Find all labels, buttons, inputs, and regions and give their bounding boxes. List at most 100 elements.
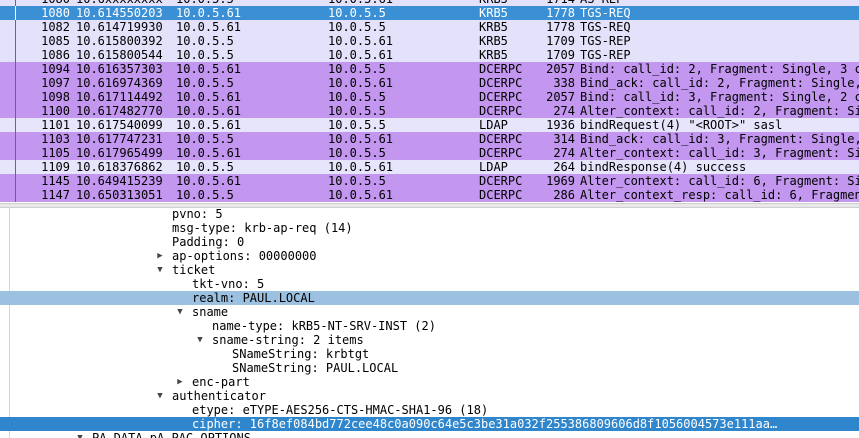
packet-protocol: KRB5: [479, 6, 508, 20]
packet-time: 10.615800544: [76, 48, 163, 62]
packet-info: bindResponse(4) success: [580, 160, 747, 174]
packet-time: 10.616974369: [76, 76, 163, 90]
collapse-arrow-icon[interactable]: ▼: [157, 265, 163, 275]
tree-gutter: [0, 208, 10, 438]
packet-length: 1709: [546, 34, 575, 48]
packet-row[interactable]: 108010.6xxxxxxxx10.0.5.510.0.5.61KRB5171…: [0, 0, 859, 6]
packet-info: Alter_context_resp: call_id: 6, Fragmen: [580, 188, 859, 202]
related-packet-marker: [15, 118, 16, 132]
tree-item-label: ticket: [172, 263, 216, 277]
packet-length: 1778: [546, 20, 575, 34]
packet-destination: 10.0.5.5: [328, 118, 386, 132]
tree-item-selected[interactable]: cipher: 16f8ef084bd772cee48c0a090c64e5c3…: [0, 417, 859, 431]
tree-item[interactable]: ▼ sname: [0, 305, 859, 319]
packet-number: 1105: [41, 146, 70, 160]
packet-info: Bind: call_id: 3, Fragment: Single, 2 c: [580, 90, 859, 104]
collapse-arrow-icon[interactable]: ▼: [157, 391, 163, 401]
packet-source: 10.0.5.61: [176, 62, 242, 76]
packet-time: 10.650313051: [76, 188, 163, 202]
packet-length: 1714: [535, 0, 575, 6]
tree-item[interactable]: etype: eTYPE-AES256-CTS-HMAC-SHA1-96 (18…: [0, 403, 859, 417]
tree-item[interactable]: pvno: 5: [0, 208, 859, 221]
collapse-arrow-icon[interactable]: ▼: [197, 335, 203, 345]
tree-item[interactable]: ▶ap-options: 00000000: [0, 249, 859, 263]
packet-length: 286: [553, 188, 575, 202]
packet-length: 1969: [546, 174, 575, 188]
packet-number: 1082: [41, 20, 70, 34]
related-packet-marker: [15, 62, 16, 76]
collapse-arrow-icon[interactable]: ▼: [177, 307, 183, 317]
related-packet-marker: [15, 160, 16, 174]
packet-time: 10.615800392: [76, 34, 163, 48]
tree-item[interactable]: name-type: kRB5-NT-SRV-INST (2): [0, 319, 859, 333]
related-packet-marker: [15, 90, 16, 104]
packet-time: 10.617114492: [76, 90, 163, 104]
packet-number: 1100: [41, 104, 70, 118]
tree-item[interactable]: SNameString: PAUL.LOCAL: [0, 361, 859, 375]
packet-length: 2057: [546, 90, 575, 104]
packet-protocol: KRB5: [479, 0, 508, 6]
related-packet-marker: [15, 20, 16, 34]
packet-number: 1080: [20, 0, 70, 6]
packet-length: 264: [553, 160, 575, 174]
packet-source: 10.0.5.5: [176, 188, 234, 202]
packet-protocol: LDAP: [479, 118, 508, 132]
packet-source: 10.0.5.5: [176, 34, 234, 48]
tree-item[interactable]: SNameString: krbtgt: [0, 347, 859, 361]
tree-item[interactable]: ▼authenticator: [0, 389, 859, 403]
tree-item-label: Padding: 0: [172, 235, 245, 249]
packet-source: 10.0.5.61: [176, 146, 242, 160]
packet-time: 10.616357303: [76, 62, 163, 76]
tree-item[interactable]: tkt-vno: 5: [0, 277, 859, 291]
pane-splitter[interactable]: [0, 203, 859, 208]
tree-item[interactable]: ▼ ticket: [0, 263, 859, 277]
packet-destination: 10.0.5.5: [328, 146, 386, 160]
tree-item[interactable]: Padding: 0: [0, 235, 859, 249]
packet-info: Alter_context: call_id: 2, Fragment: Si: [580, 104, 859, 118]
packet-list[interactable]: 1080 10.6xxxxxxxx 10.0.5.5 10.0.5.61 KRB5 171…: [0, 0, 859, 203]
packet-number: 1098: [41, 90, 70, 104]
packet-destination: 10.0.5.5: [328, 104, 386, 118]
packet-destination: 10.0.5.61: [328, 34, 394, 48]
packet-time: 10.6xxxxxxxx: [76, 0, 163, 6]
tree-item[interactable]: realm: PAUL.LOCAL: [0, 291, 859, 305]
related-packet-marker: [15, 104, 16, 118]
packet-number: 1145: [41, 174, 70, 188]
collapse-arrow-icon[interactable]: ▼: [77, 433, 83, 438]
packet-time: 10.617540099: [76, 118, 163, 132]
tree-item-label: SNameString: PAUL.LOCAL: [232, 361, 399, 375]
packet-source: 10.0.5.61: [176, 118, 242, 132]
packet-source: 10.0.5.61: [176, 6, 242, 20]
packet-source: 10.0.5.61: [176, 104, 242, 118]
tree-item[interactable]: ▶enc-part: [0, 375, 859, 389]
tree-item[interactable]: ▼PA-DATA pA-PAC-OPTIONS: [0, 431, 859, 438]
packet-time: 10.618376862: [76, 160, 163, 174]
packet-info: Alter_context: call_id: 3, Fragment: Si: [580, 146, 859, 160]
tree-item-label: sname: [192, 305, 229, 319]
tree-item-label: pvno: 5: [172, 208, 223, 221]
packet-info: AS-REP: [580, 0, 623, 6]
tree-item[interactable]: ▼sname-string: 2 items: [0, 333, 859, 347]
packet-info: bindRequest(4) "<ROOT>" sasl: [580, 118, 783, 132]
packet-destination: 10.0.5.5: [328, 6, 386, 20]
related-packet-marker: [15, 174, 16, 188]
expand-arrow-icon[interactable]: ▶: [177, 377, 183, 387]
tree-item[interactable]: msg-type: krb-ap-req (14): [0, 221, 859, 235]
expand-arrow-icon[interactable]: ▶: [157, 251, 163, 261]
packet-time: 10.614550203: [76, 6, 163, 20]
